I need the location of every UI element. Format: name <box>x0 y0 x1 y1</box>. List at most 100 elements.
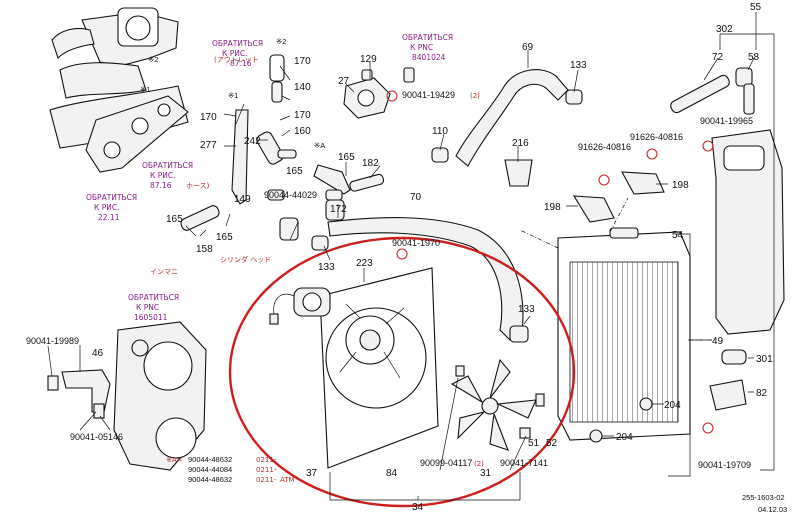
callout-52: 52 <box>546 438 558 449</box>
callout-204-a: 204 <box>664 400 681 411</box>
callout-37: 37 <box>306 468 318 479</box>
radiator-core <box>557 227 691 441</box>
drain-plug-204-b <box>589 429 603 443</box>
pn-90041-19709: 90041-19709 <box>698 460 751 470</box>
hose-clamp-110 <box>431 147 449 163</box>
hose-clamp-133-left <box>311 235 329 251</box>
bolt-90099 <box>455 365 465 377</box>
callout-69: 69 <box>522 42 534 53</box>
callout-46: 46 <box>92 348 104 359</box>
callout-149: 149 <box>234 194 251 205</box>
ref-c-line1: ОБРАТИТЬСЯ <box>86 193 137 202</box>
jp-dot-a: (2) <box>470 92 480 100</box>
jp-outlet: (アウトレット <box>214 56 259 64</box>
pn-91626-40816-b: 91626-40816 <box>578 142 631 152</box>
hose-clamp-133-right <box>509 325 529 343</box>
callout-165-b: 165 <box>286 166 303 177</box>
ref-d-line3: 1605011 <box>134 313 168 322</box>
radiator-mount-301 <box>721 349 747 365</box>
part-number-labels: 90041-19429 90041-19965 91626-40816 9162… <box>26 90 753 470</box>
callout-242: 242 <box>244 136 261 147</box>
highlight-ellipse <box>228 236 576 508</box>
callout-54: 54 <box>672 230 684 241</box>
callout-198-b: 198 <box>672 180 689 191</box>
callout-110: 110 <box>432 126 448 137</box>
ref-top-line2: К PNC <box>410 43 433 52</box>
ref-b-line3: 87.16 <box>150 181 172 190</box>
ref-d-line2: К PNC <box>136 303 159 312</box>
callout-k1-top: ※1 <box>140 85 150 94</box>
bracket-82 <box>709 379 747 411</box>
ref-a-line3: 87.16 <box>230 59 252 68</box>
hose-clamp-133-top <box>565 89 583 105</box>
callout-277: 277 <box>200 140 217 151</box>
callout-140: 140 <box>294 82 311 93</box>
figure-date: 04.12.03 <box>758 505 787 514</box>
callout-kA: ※A <box>314 141 325 150</box>
callout-302: 302 <box>716 24 733 35</box>
callout-129: 129 <box>360 54 377 65</box>
jp-cyl-head: シリンダ ヘッド <box>220 255 271 264</box>
callout-k1-mid: ※1 <box>228 91 238 100</box>
callout-k2-top: ※2 <box>148 55 158 64</box>
callout-70: 70 <box>410 192 422 203</box>
footnote-3-val: 0211- <box>256 476 277 484</box>
reference-notes: ОБРАТИТЬСЯ К PNC 8401024 ОБРАТИТЬСЯ К РИ… <box>86 33 453 322</box>
callout-72: 72 <box>712 52 724 63</box>
callout-84: 84 <box>386 468 398 479</box>
callout-165-d: 165 <box>216 232 233 243</box>
callout-31: 31 <box>480 468 492 479</box>
callout-165-c: 165 <box>166 214 183 225</box>
fan-shroud <box>319 267 439 469</box>
callout-170-c: 170 <box>200 112 217 123</box>
bolt-05146 <box>93 403 105 419</box>
callout-58: 58 <box>748 52 760 63</box>
pn-90041-7141: 90041-7141 <box>500 458 548 468</box>
callout-27: 27 <box>338 76 350 87</box>
ref-top-line3: 8401024 <box>412 53 446 62</box>
callout-216: 216 <box>512 138 529 149</box>
footnotes: ※A= 90044-48632 0211- 90044-44084 0211- … <box>166 455 295 484</box>
callout-170-a: 170 <box>294 56 311 67</box>
timing-belt-cover <box>113 321 207 471</box>
bolt-19989 <box>47 375 59 391</box>
leader-lines <box>47 12 775 501</box>
upper-radiator-hose <box>455 69 569 167</box>
intake-manifold-assembly <box>49 7 189 173</box>
pn-90041-19965: 90041-19965 <box>700 116 753 126</box>
ref-a-line1: ОБРАТИТЬСЯ <box>212 39 263 48</box>
pn-90041-19989: 90041-19989 <box>26 336 79 346</box>
bracket-198-left <box>572 195 615 223</box>
pn-90041-1970: 90041-1970 <box>392 238 440 248</box>
callout-198-a: 198 <box>544 202 561 213</box>
nut-51 <box>519 427 531 439</box>
jp-dot-b: (2) <box>474 460 484 468</box>
pn-90044-44029: 90044-44029 <box>264 190 317 200</box>
bolt-52 <box>535 393 545 407</box>
ref-d-line1: ОБРАТИТЬСЯ <box>128 293 179 302</box>
footnote-1-pn: 90044-48632 <box>188 455 232 464</box>
callout-55: 55 <box>750 2 762 13</box>
callout-34: 34 <box>412 502 424 513</box>
callout-165-a: 165 <box>338 152 355 163</box>
drain-plug-204-a <box>639 397 653 411</box>
callout-204-b: 204 <box>616 432 633 443</box>
callout-labels: 55 302 72 58 69 133 129 27 170 140 170 1… <box>92 2 773 513</box>
bracket-198-right <box>621 171 665 195</box>
reservoir-cap-assembly <box>670 67 755 115</box>
ref-c-line2: К РИС. <box>94 203 119 212</box>
bypass-hose-group <box>180 54 385 241</box>
callout-133-right: 133 <box>518 304 535 315</box>
japanese-labels: (アウトレット ホース) インマニ シリンダ ヘッド (2) (2) <box>150 56 484 468</box>
footnote-1-val: 0211- <box>256 456 277 464</box>
ref-b-markers <box>386 90 714 434</box>
fan-motor <box>269 287 331 325</box>
footnote-key: ※A= <box>166 456 183 464</box>
figure-id: 255-1603-02 <box>742 493 785 502</box>
footnote-3-tag: ATM <box>280 476 295 484</box>
jp-hose: ホース) <box>186 182 210 190</box>
pn-90041-19429: 90041-19429 <box>402 90 455 100</box>
ref-c-line3: 22.11 <box>98 213 120 222</box>
